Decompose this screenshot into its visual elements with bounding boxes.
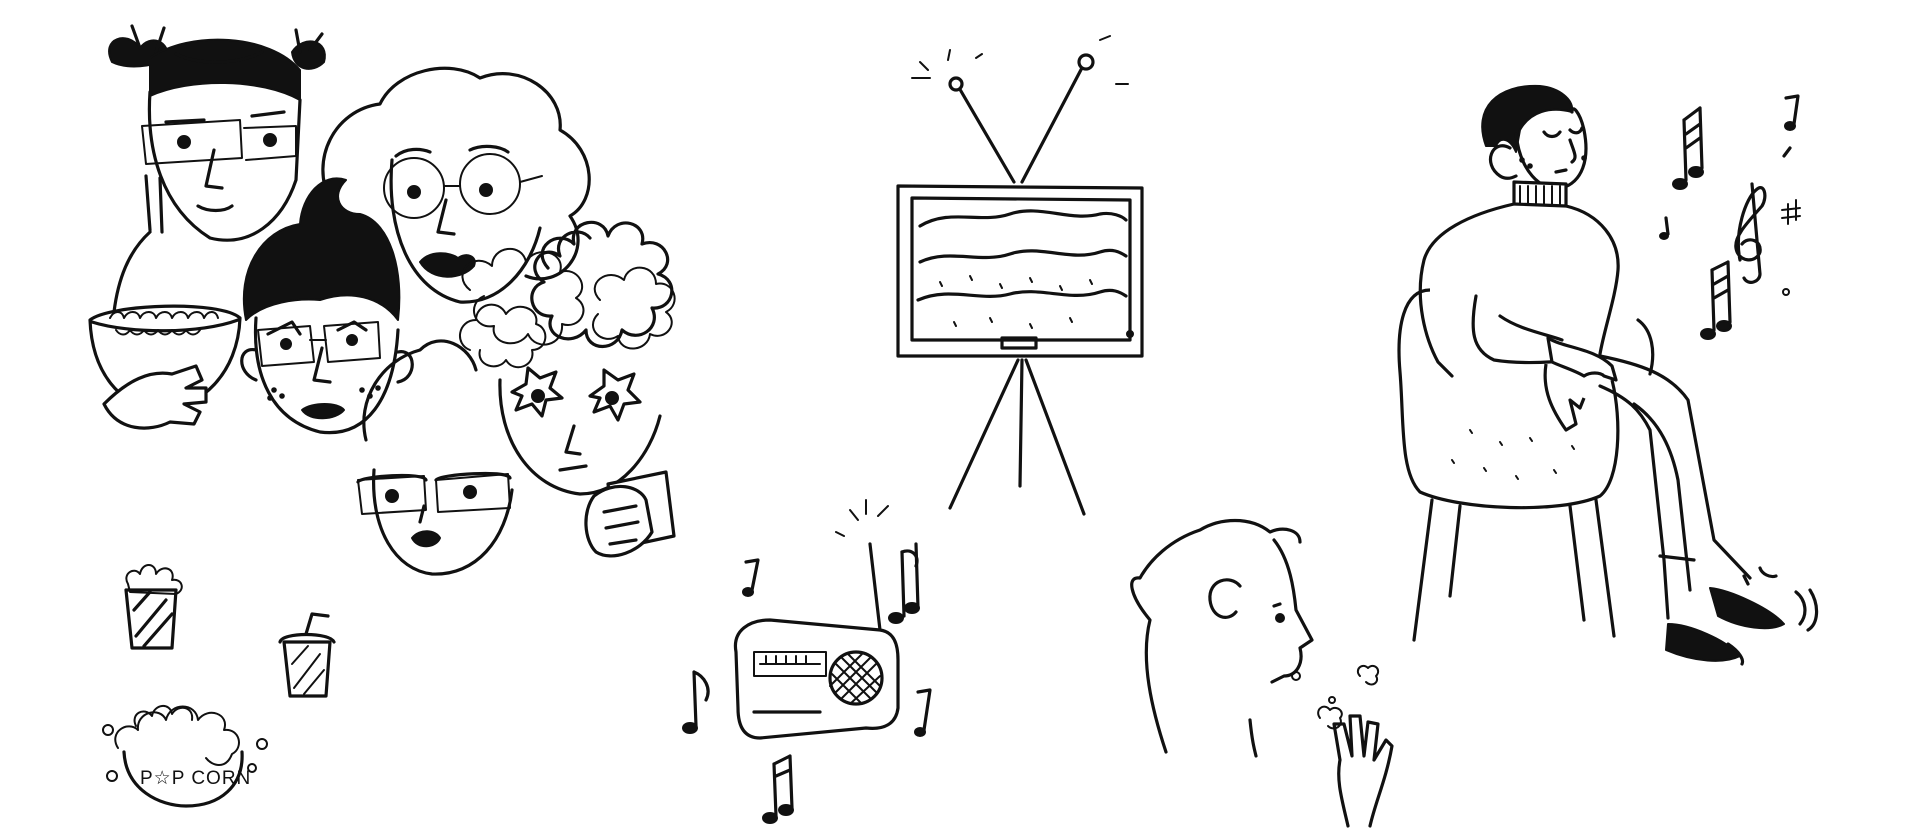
soda-cup-icon <box>278 612 336 698</box>
popcorn-bowl <box>88 304 242 430</box>
people-watching-group <box>88 24 676 576</box>
retro-tv-icon <box>896 35 1144 516</box>
woman-with-buns <box>108 24 326 314</box>
person-eating-popcorn-icon <box>1130 519 1394 828</box>
radio-music-notes <box>682 542 932 824</box>
woman-rect-glasses <box>356 339 514 576</box>
popcorn-box-label: P☆P CORN <box>140 768 251 789</box>
listener-music-notes <box>1659 94 1801 340</box>
popcorn-box-icon: P☆P CORN <box>102 705 268 808</box>
woman-round-glasses <box>321 66 591 304</box>
popcorn-bucket-icon <box>124 564 183 650</box>
star-glasses-person <box>459 220 676 558</box>
radio-icon <box>733 499 900 740</box>
man-listening-icon <box>1397 84 1819 666</box>
man-black-hair <box>240 177 414 435</box>
